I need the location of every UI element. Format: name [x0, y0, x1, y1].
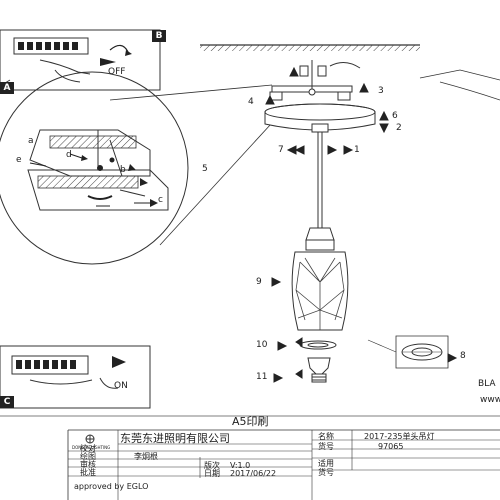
wire-connector-block-c — [11, 355, 89, 375]
callout-1: 1 — [354, 145, 360, 155]
callout-8: 8 — [460, 351, 466, 361]
callout-6: 6 — [392, 111, 398, 121]
title-block-frame — [0, 415, 500, 500]
name-value: 2017-235单头吊灯 — [364, 432, 435, 441]
off-label: OFF — [108, 67, 126, 77]
approved-by: approved by EGLO — [74, 482, 149, 491]
panel-b-label: B — [152, 30, 166, 42]
edge-text-www: www — [480, 395, 500, 405]
panel-c-switch-on — [0, 345, 151, 409]
date-value: 2017/06/22 — [230, 469, 277, 478]
callout-7: 7 — [278, 145, 284, 155]
arrows — [265, 66, 458, 383]
row-approve: 批准 — [80, 468, 96, 477]
callout-a: a — [28, 136, 34, 146]
panel-b-switch-off — [0, 29, 161, 91]
part-value: 97065 — [378, 442, 404, 451]
lamp-holder — [305, 227, 335, 251]
ring-part-10 — [299, 340, 337, 350]
mounting-bracket — [271, 60, 500, 101]
row-check: 校对 — [80, 444, 96, 453]
row-review: 审核 — [80, 460, 96, 469]
callout-d: d — [66, 150, 72, 160]
applies-label: 适用 — [318, 459, 334, 468]
callout-10: 10 — [256, 340, 268, 350]
ceiling — [200, 44, 420, 51]
cord — [317, 132, 323, 228]
screw-right — [337, 91, 351, 101]
hand-sketch-b — [39, 59, 91, 75]
callout-c: c — [158, 195, 163, 205]
wire-connector-block — [13, 37, 89, 55]
version-value: V:1.0 — [230, 461, 251, 470]
callout-b: b — [120, 165, 126, 175]
name-label: 名称 — [318, 432, 334, 441]
callout-3: 3 — [378, 86, 384, 96]
detail-8 — [367, 335, 449, 369]
company-logo — [85, 434, 95, 444]
panel-a-label: A — [0, 82, 14, 94]
switch-arrow-c — [112, 356, 126, 368]
on-label: ON — [114, 381, 128, 391]
switch-arrow-b — [100, 58, 116, 66]
version-label: 版次 — [204, 461, 220, 470]
print-size: A5印刷 — [232, 415, 269, 428]
callout-5: 5 — [202, 164, 208, 174]
glass-shade — [291, 251, 349, 331]
company-name: 东莞东进照明有限公司 — [120, 432, 230, 445]
drafter-name: 李炯根 — [134, 452, 158, 461]
title-block: DONGJIN LIGHTING 东莞东进照明有限公司 校对 绘图 审核 批准 … — [68, 431, 500, 500]
canopy — [264, 103, 376, 133]
detail-circle — [0, 71, 189, 265]
logo-text: DONGJIN LIGHTING — [72, 445, 111, 450]
part-label: 货号 — [318, 442, 334, 451]
callout-e: e — [16, 155, 22, 165]
leader-lines — [0, 79, 283, 246]
callout-2: 2 — [396, 123, 402, 133]
row-draw: 绘图 — [80, 452, 96, 461]
date-label: 日期 — [204, 469, 220, 478]
rotate-arrow-b — [109, 44, 129, 53]
callout-9: 9 — [256, 277, 262, 287]
callout-11: 11 — [256, 372, 268, 382]
edge-text-bla: BLA — [478, 379, 496, 389]
callout-4: 4 — [248, 97, 254, 107]
panel-c-label: C — [0, 396, 14, 408]
goods-label: 货号 — [318, 468, 334, 477]
bulb-part-11 — [307, 357, 331, 383]
